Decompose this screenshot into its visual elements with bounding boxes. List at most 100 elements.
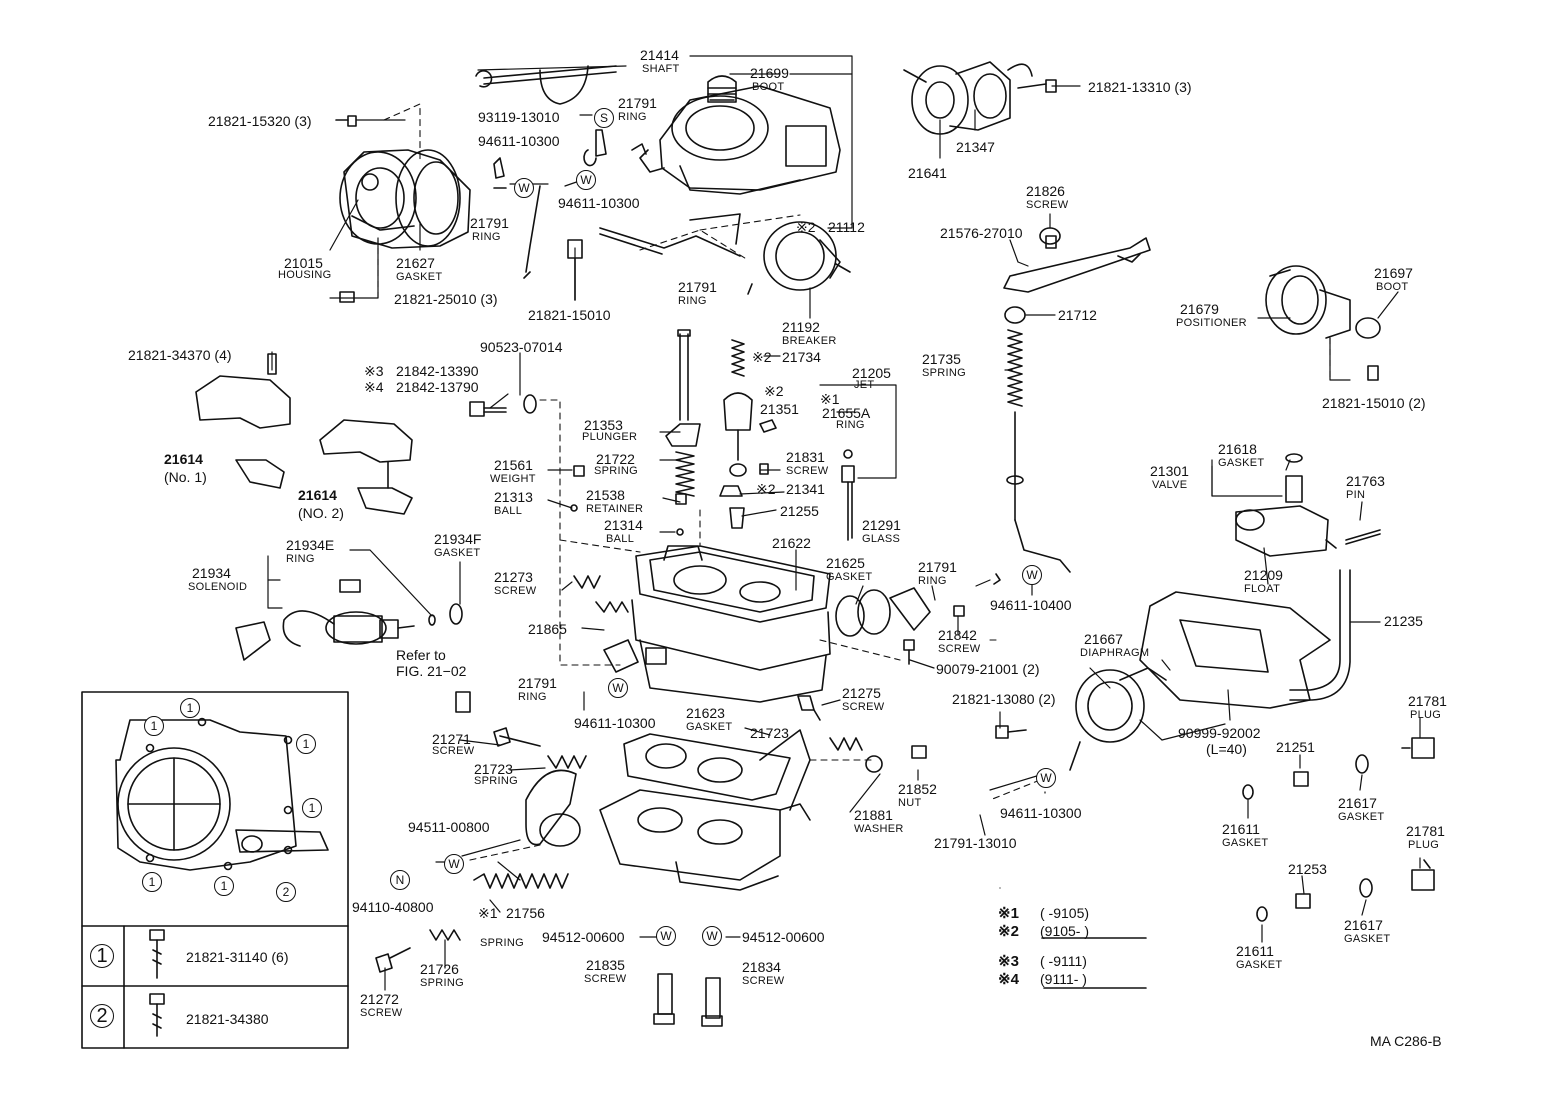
part-number: 21255: [780, 503, 819, 519]
part-number: 21821-25010 (3): [394, 291, 498, 307]
part-number: 94512-00600: [742, 929, 825, 945]
part-number: 21734: [782, 349, 821, 365]
part-number: 21341: [786, 481, 825, 497]
part-number: 94512-00600: [542, 929, 625, 945]
plunger-art: [570, 329, 777, 536]
part-number: 21614: [298, 487, 337, 503]
part-description: SPRING: [922, 367, 966, 379]
part-number: 21723: [474, 761, 513, 777]
part-number: 21655A: [822, 405, 871, 421]
part-number: 21291: [862, 517, 901, 533]
part-number: 21617: [1338, 795, 1377, 811]
variant-mark: ※3: [364, 363, 384, 379]
part-description: FLOAT: [1244, 583, 1281, 595]
part-number: 21831: [786, 449, 825, 465]
inset-part-number: 21821-31140 (6): [186, 949, 289, 965]
part-number: 21561: [494, 457, 533, 473]
part-description: RING: [472, 231, 501, 243]
inset-row-marker-1: 1: [90, 944, 114, 968]
part-number: 21791: [678, 279, 717, 295]
part-description: SCREW: [360, 1007, 403, 1019]
part-description: RING: [918, 575, 947, 587]
part-description: SCREW: [584, 973, 627, 985]
part-description: SCREW: [1026, 199, 1069, 211]
dashed-guide-lines: [377, 103, 1331, 861]
part-description: SPRING: [594, 465, 638, 477]
part-description: HOUSING: [278, 269, 332, 281]
part-description: SCREW: [938, 643, 981, 655]
part-number: 94511-00800: [408, 819, 490, 835]
part-number: 94611-10400: [990, 597, 1072, 613]
part-description: (NO. 2): [298, 505, 344, 521]
part-description: SCREW: [742, 975, 785, 987]
figure-code: MA C286-B: [1370, 1033, 1442, 1049]
part-number: 21235: [1384, 613, 1423, 629]
washer-symbol-w: W: [656, 926, 676, 946]
part-number: 21842: [938, 627, 977, 643]
part-number: 21209: [1244, 567, 1283, 583]
inset-part-number: 21821-34380: [186, 1011, 269, 1027]
part-description: GASKET: [1344, 933, 1391, 945]
legend-rules: [1041, 937, 1147, 989]
part-number: 21611: [1222, 821, 1260, 837]
part-number: 21821-34370 (4): [128, 347, 232, 363]
part-number: 21821-13080 (2): [952, 691, 1056, 707]
nut-symbol-n: N: [390, 870, 410, 890]
washer-symbol-w: W: [444, 854, 464, 874]
part-number: 21205: [852, 365, 891, 381]
part-number: 21251: [1276, 739, 1315, 755]
variant-mark: ※4: [364, 379, 384, 395]
lower-screws-springs-art: [375, 575, 927, 1027]
part-description: SPRING: [480, 937, 524, 949]
part-description: GASKET: [686, 721, 733, 733]
part-description: RING: [836, 419, 865, 431]
linkage-breaker-art: [567, 213, 851, 301]
lower-housing-art: [995, 591, 1331, 771]
part-number: 21834: [742, 959, 781, 975]
part-number: 94611-10300: [574, 715, 656, 731]
part-description: POSITIONER: [1176, 317, 1247, 329]
ring-clips-art: [493, 129, 753, 295]
inset-box-art: [81, 691, 349, 1049]
part-number: 21934: [192, 565, 231, 581]
washer-symbol-w: W: [1022, 565, 1042, 585]
part-number: 21826: [1026, 183, 1065, 199]
part-number: 21623: [686, 705, 725, 721]
legend-mark: ※3: [998, 953, 1019, 970]
part-number: 21835: [586, 957, 625, 973]
part-number: 94611-10300: [558, 195, 640, 211]
part-number: 21791: [470, 215, 509, 231]
float-valve-art: [1235, 453, 1381, 557]
part-description: RING: [286, 553, 315, 565]
part-description: SPRING: [420, 977, 464, 989]
reference-note: FIG. 21−02: [396, 663, 467, 679]
part-number: 21756: [506, 905, 545, 921]
inset-callout-1: 1: [214, 876, 234, 896]
jet-art: [841, 449, 855, 541]
part-description: PIN: [1346, 489, 1366, 501]
part-number: 21934E: [286, 537, 335, 553]
part-description: GASKET: [434, 547, 481, 559]
part-number: 21112: [828, 219, 865, 235]
part-description: PLUG: [1410, 709, 1442, 721]
inset-row-marker-2: 2: [90, 1004, 114, 1028]
part-number: 21723: [750, 725, 789, 741]
pump-assembly-art: [903, 61, 1057, 135]
pump-rod-art: [1004, 306, 1071, 573]
part-description: NUT: [898, 797, 922, 809]
inset-callout-1: 1: [142, 872, 162, 892]
part-number: 21842-13790: [396, 379, 479, 395]
legend-mark: ※4: [998, 971, 1019, 988]
part-number: 21781: [1406, 823, 1445, 839]
part-description: (No. 1): [164, 469, 207, 485]
part-description: SCREW: [432, 745, 475, 757]
solenoid-art: [235, 579, 415, 661]
part-number: 21791: [918, 559, 957, 575]
part-number: 21934F: [434, 531, 482, 547]
legend-mark: ※2: [998, 923, 1019, 940]
part-number: 21722: [596, 451, 635, 467]
plugs-gaskets-art: [1242, 737, 1435, 922]
part-number: 21712: [1058, 307, 1097, 323]
inset-callout-1: 1: [180, 698, 200, 718]
housing-assembly-art: [335, 115, 471, 303]
